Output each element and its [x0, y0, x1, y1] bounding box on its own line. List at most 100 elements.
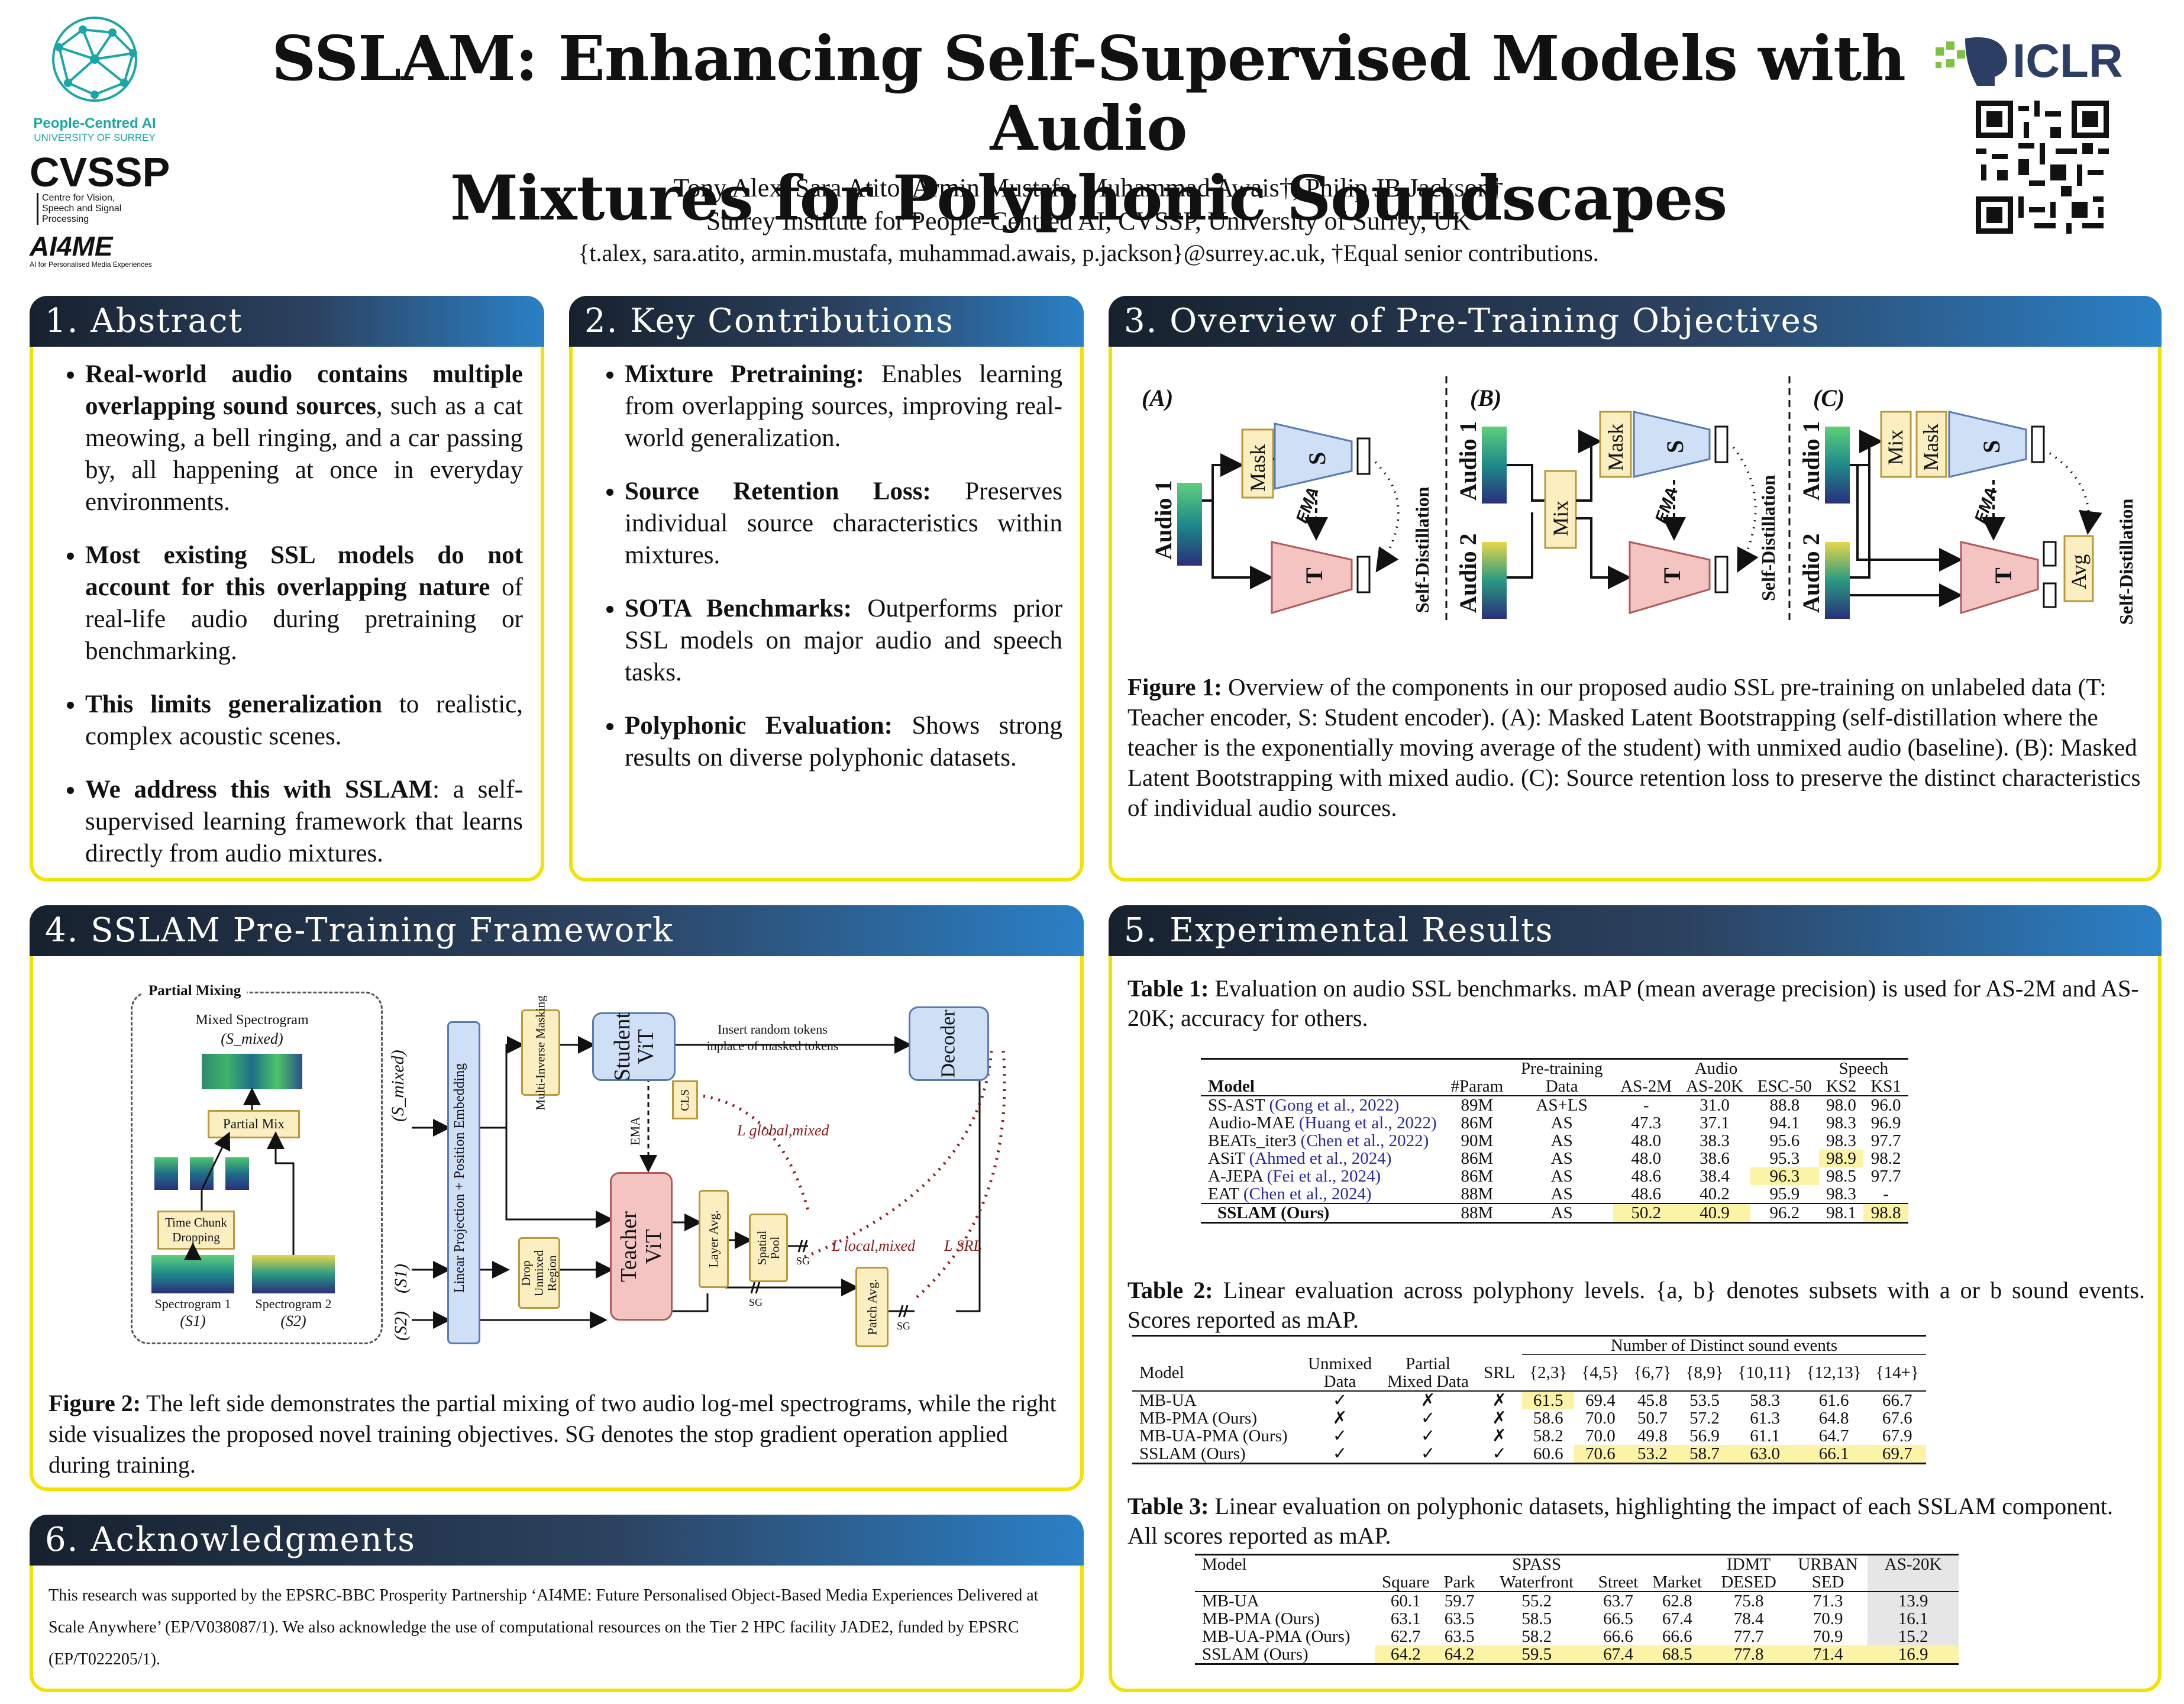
partial-mixing-title: Partial Mixing [143, 983, 247, 999]
audio-2-label: Audio 2 [1798, 534, 1824, 614]
abstract-panel: 1. Abstract Real-world audio contains mu… [30, 296, 544, 882]
student-label: S [1978, 440, 2005, 453]
iclr-logo: ICLR [1930, 30, 2160, 89]
student-label: S [1662, 440, 1688, 453]
spectrogram-1-image [151, 1255, 234, 1293]
cvssp-subtitle: Centre for Vision, Speech and Signal Pro… [37, 193, 131, 225]
results-heading: 5. Experimental Results [1109, 905, 2162, 956]
spatial-pool-box: Spatial Pool [749, 1214, 788, 1282]
ema-label: EMA [1971, 485, 2001, 525]
spectrogram-image [1825, 427, 1850, 504]
ema-label: EMA [1652, 485, 1681, 525]
mixed-spectrogram-image [202, 1054, 302, 1089]
mask-label: Mask [1919, 424, 1943, 471]
drop-unmixed-region-box: Drop Unmixed Region [518, 1237, 560, 1309]
spectrogram-image [1177, 483, 1202, 566]
abstract-item: Most existing SSL models do not account … [85, 540, 523, 667]
student-vit-box: Student ViT [592, 1012, 676, 1081]
results-panel: 5. Experimental Results Table 1: Evaluat… [1109, 905, 2162, 1692]
student-label: S [1304, 452, 1330, 465]
cls-token-box: CLS [672, 1080, 698, 1119]
s1-label: (S1) [180, 1312, 206, 1329]
ema-arrow-label: EMA [628, 1116, 642, 1145]
abstract-item: This limits generalization to realistic,… [85, 689, 523, 753]
spectrogram-2-image [252, 1255, 335, 1293]
qr-code-icon [1976, 101, 2109, 234]
ai4me-logo: AI4ME [30, 231, 113, 262]
emails: {t.alex, sara.atito, armin.mustafa, muha… [578, 240, 1599, 266]
cvssp-logo: CVSSP [30, 149, 170, 195]
audio-1-label: Audio 1 [1798, 421, 1824, 501]
iclr-wordmark: ICLR [2012, 34, 2123, 87]
input-s2-label: (S2) [391, 1311, 411, 1341]
teacher-vit-box: Teacher ViT [610, 1172, 673, 1321]
loss-local-label: L local,mixed [832, 1237, 916, 1254]
figure-1-diagram: (A) Audio 1 Mask S T EMA Self-Distillati… [1142, 376, 2137, 625]
partial-mix-box: Partial Mix [208, 1110, 300, 1138]
figure-1-caption: Figure 1: Overview of the components in … [1127, 673, 2141, 821]
mix-label: Mix [1549, 501, 1572, 536]
spectrogram-image [1482, 542, 1507, 619]
panel-a-label: (A) [1142, 385, 1173, 411]
input-s1-label: (S1) [391, 1264, 411, 1293]
contribution-item: Polyphonic Evaluation: Shows strong resu… [625, 710, 1062, 774]
ack-text: This research was supported by the EPSRC… [49, 1586, 1039, 1668]
contribution-item: Mixture Pretraining: Enables learning fr… [625, 359, 1062, 454]
multi-inverse-masking-box: Multi-Inverse Masking [521, 995, 560, 1110]
audio-1-label: Audio 1 [1150, 480, 1177, 560]
sg-label: SG [796, 1255, 810, 1267]
framework-heading: 4. SSLAM Pre-Training Framework [30, 905, 1084, 956]
qr-code[interactable] [1976, 101, 2109, 234]
partial-mixing-box [131, 992, 383, 1344]
iclr-logo-icon [1936, 37, 2007, 86]
overview-heading: 3. Overview of Pre-Training Objectives [1109, 296, 2162, 347]
chunk-image [225, 1157, 249, 1190]
sg-label: SG [897, 1320, 911, 1332]
framework-panel: 4. SSLAM Pre-Training Framework Partial … [30, 905, 1084, 1491]
self-distillation-label: Self-Distillation [1757, 475, 1779, 601]
linear-projection-label: Linear Projection + Position Embedding [452, 1063, 467, 1293]
mixed-spectrogram-label: Mixed Spectrogram [195, 1012, 309, 1028]
title-line-2: Mixtures for Polyphonic Soundscapes [450, 162, 1727, 234]
decoder-box: Decoder [909, 1006, 989, 1081]
figure-2-caption: Figure 2: The left side demonstrates the… [49, 1390, 1057, 1478]
s2-label: (S2) [280, 1312, 306, 1329]
teacher-label: T [1659, 567, 1685, 583]
mask-label: Mask [1604, 424, 1627, 471]
contributions-list: Mixture Pretraining: Enables learning fr… [590, 359, 1062, 774]
linear-projection-box [447, 1021, 480, 1344]
panel-b-label: (B) [1470, 385, 1501, 411]
sg-label: SG [749, 1296, 763, 1308]
abstract-item: We address this with SSLAM: a self-super… [85, 774, 523, 870]
s-mixed-label: (S_mixed) [221, 1030, 283, 1047]
panel-c-label: (C) [1813, 385, 1844, 411]
authors: Tony Alex, Sara Atito, Armin Mustafa, Mu… [673, 173, 1504, 202]
loss-global-label: L global,mixed [737, 1122, 829, 1139]
contribution-item: SOTA Benchmarks: Outperforms prior SSL m… [625, 593, 1062, 689]
abstract-heading: 1. Abstract [30, 296, 544, 347]
input-s-mixed-label: (S_mixed) [388, 1050, 408, 1122]
audio-2-label: Audio 2 [1455, 534, 1481, 614]
insert-tokens-note: Insert random tokens inplace of masked t… [706, 1022, 839, 1053]
table-3-caption: Table 3: Linear evaluation on polyphonic… [1127, 1493, 2114, 1549]
spectrogram-1-label: Spectrogram 1 [154, 1296, 231, 1311]
poster-title: SSLAM: Enhancing Self-Supervised Models … [195, 24, 1982, 233]
spectrogram-image [1482, 427, 1507, 504]
framework-connectors [184, 1036, 1006, 1329]
chunk-image [154, 1157, 178, 1190]
ack-panel: 6. Acknowledgments This research was sup… [30, 1515, 1084, 1692]
